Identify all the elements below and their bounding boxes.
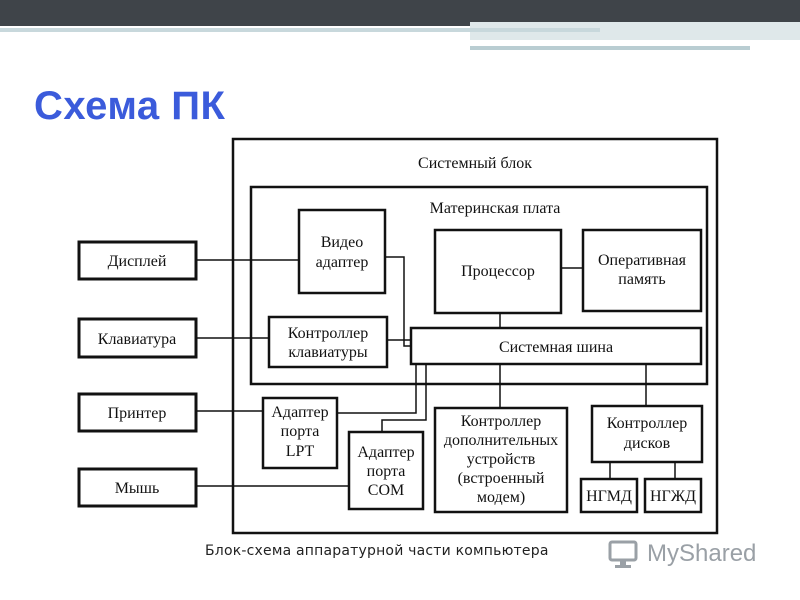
system-bus-label: Системная шина (499, 339, 613, 356)
video-adapter-label-1: Видео (321, 234, 363, 251)
video-adapter-label-2: адаптер (316, 254, 369, 271)
myshared-logo: MyShared (607, 536, 756, 572)
com-adapter-label-3: COM (368, 482, 404, 499)
disk-controller-box (590, 404, 704, 464)
keyboard-controller-label-1: Контроллер (288, 325, 368, 342)
hdd-label: НГЖД (650, 488, 696, 505)
logo-text: MyShared (647, 540, 757, 567)
mouse-label: Мышь (115, 480, 160, 497)
top-bar-line-secondary (470, 46, 750, 50)
lpt-adapter-label-2: порта (281, 423, 320, 440)
system-unit-label: Системный блок (418, 155, 532, 172)
motherboard-box (249, 185, 709, 386)
processor-box (433, 228, 563, 315)
extra-controller-label-3: устройств (467, 451, 536, 468)
com-adapter-label-1: Адаптер (357, 444, 414, 461)
ram-label-1: Оперативная (598, 252, 687, 269)
fdd-label: НГМД (586, 488, 632, 505)
disk-controller-label-1: Контроллер (607, 415, 687, 432)
extra-controller-label-4: (встроенный (458, 470, 545, 487)
top-bar (0, 0, 800, 26)
lpt-adapter-label-1: Адаптер (271, 404, 328, 421)
extra-controller-label-1: Контроллер (461, 413, 541, 430)
keyboard-controller-box (267, 315, 389, 369)
processor-label: Процессор (461, 263, 535, 280)
video-adapter-box (297, 208, 387, 295)
printer-label: Принтер (108, 405, 167, 422)
keyboard-label: Клавиатура (98, 331, 176, 348)
lpt-adapter-label-3: LPT (286, 443, 315, 460)
printer-box (77, 392, 198, 433)
ram-box (581, 228, 703, 313)
diagram-caption: Блок-схема аппаратурной части компьютера (205, 543, 549, 559)
keyboard-controller-label-2: клавиатуры (288, 344, 367, 361)
display-label: Дисплей (108, 253, 167, 270)
top-bar-line (0, 28, 600, 32)
extra-controller-label-5: модем) (477, 489, 525, 506)
disk-controller-label-2: дисков (624, 435, 671, 452)
motherboard-label: Материнская плата (430, 200, 561, 217)
com-adapter-label-2: порта (367, 463, 406, 480)
system-unit-box (231, 137, 719, 535)
top-bar-accent (470, 22, 800, 40)
hdd-box (643, 477, 703, 514)
ram-label-2: память (618, 271, 665, 288)
monitor-icon (608, 540, 638, 568)
mouse-box (77, 467, 198, 508)
com-adapter-box (347, 430, 425, 511)
extra-controller-box (433, 406, 569, 514)
lpt-adapter-box (261, 396, 339, 470)
extra-controller-label-2: дополнительных (444, 432, 558, 449)
fdd-box (579, 477, 639, 514)
slide-title: Схема ПК (34, 84, 226, 128)
connection-lines (196, 256, 676, 487)
